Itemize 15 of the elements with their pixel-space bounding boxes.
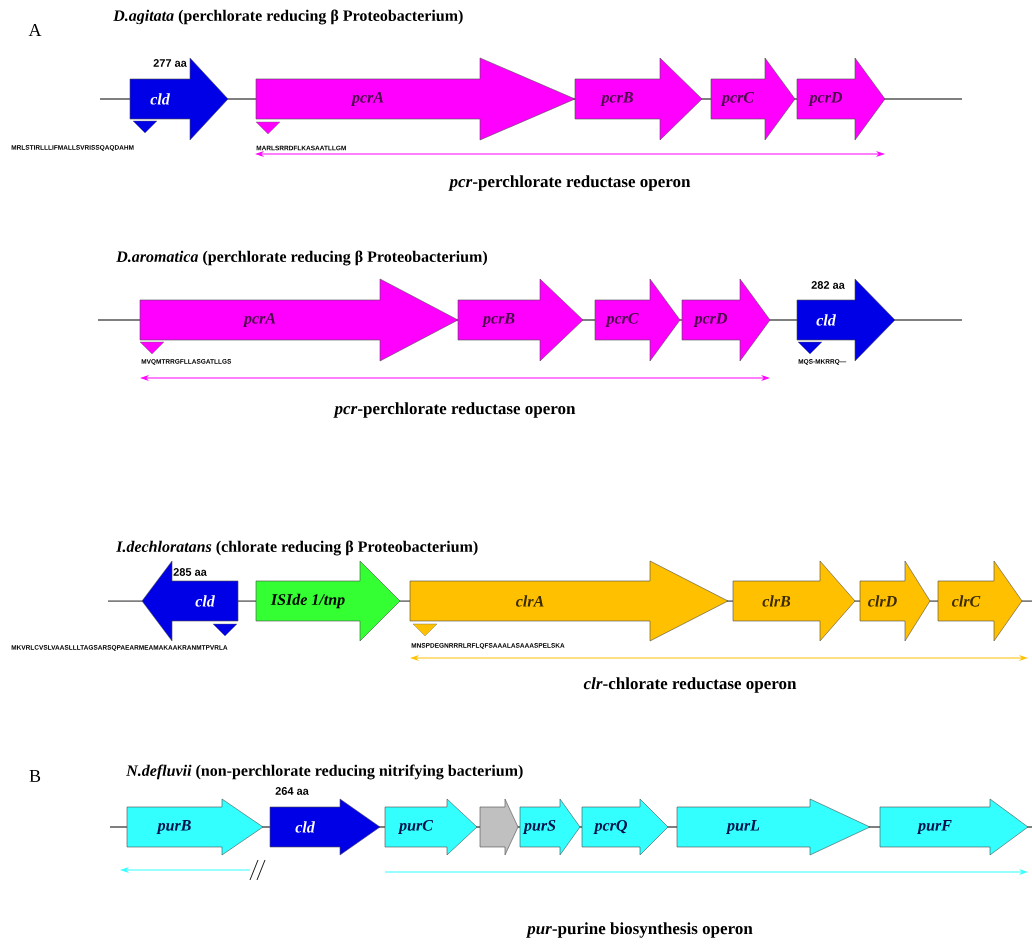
gene-symbol	[479, 798, 519, 856]
operon-label: clr-chlorate reductase operon	[583, 677, 797, 693]
operon-label: pur-purine biosynthesis operon	[526, 922, 753, 938]
panel-letter: A	[28, 24, 42, 36]
protein-length: 264 aa	[275, 787, 309, 795]
operon-label: pcr-perchlorate reductase operon	[333, 402, 576, 418]
organism-heading: N.defluvii (non-perchlorate reducing nitrifying bacterium)	[126, 764, 523, 780]
protein-length: 282 aa	[811, 281, 845, 289]
protein-length: 285 aa	[173, 568, 207, 576]
organism-heading: D.agitata (perchlorate reducing β Proteobacterium)	[113, 9, 463, 25]
protein-length: 277 aa	[153, 59, 187, 67]
organism-heading: I.dechloratans (chlorate reducing β Proteobacterium)	[116, 540, 478, 556]
panel-letter: B	[29, 770, 41, 782]
operon-label: pcr-perchlorate reductase operon	[448, 175, 691, 191]
organism-heading: D.aromatica (perchlorate reducing β Proteobacterium)	[116, 250, 487, 266]
